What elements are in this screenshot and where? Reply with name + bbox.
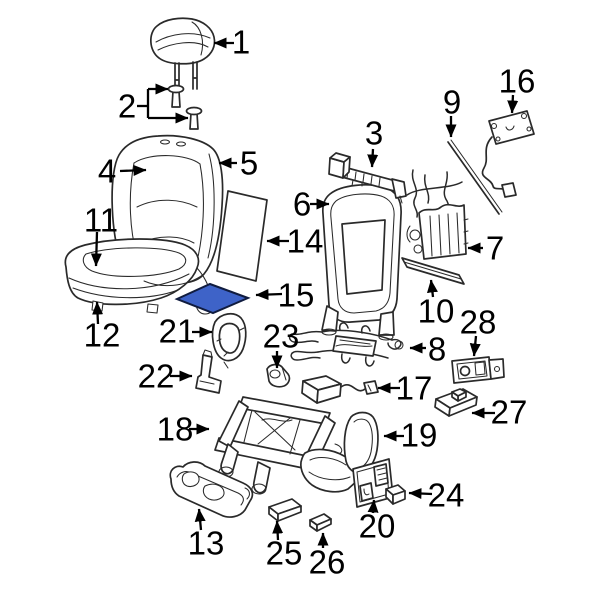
- cushion-side-pan-drawing: [169, 461, 254, 518]
- side-shield-switch-panel-drawing: [352, 458, 394, 508]
- callout-number[interactable]: 19: [401, 417, 438, 454]
- callout-number[interactable]: 17: [396, 370, 433, 407]
- callout-25[interactable]: 25: [266, 520, 303, 572]
- callout-number[interactable]: 10: [418, 293, 455, 330]
- callout-arrow: [272, 520, 284, 541]
- callout-number[interactable]: 25: [266, 535, 303, 572]
- callout-arrow: [408, 488, 433, 500]
- handle-bracket-drawing: [195, 349, 222, 394]
- callout-arrow: [90, 231, 102, 267]
- callout-5[interactable]: 5: [218, 145, 258, 182]
- adjuster-knob-drawing: [266, 363, 291, 388]
- callout-number[interactable]: 4: [98, 153, 116, 190]
- callout-14[interactable]: 14: [266, 223, 324, 260]
- callout-27[interactable]: 27: [471, 394, 528, 431]
- seat-back-crossbar-drawing: [328, 152, 407, 204]
- callout-number[interactable]: 12: [84, 317, 121, 354]
- callout-7[interactable]: 7: [467, 230, 504, 267]
- recline-cable-drawing: [301, 375, 379, 404]
- callout-number[interactable]: 18: [157, 411, 194, 448]
- switch-block-24-drawing: [385, 484, 406, 505]
- callout-16[interactable]: 16: [499, 63, 536, 114]
- callout-2[interactable]: 2: [118, 83, 189, 125]
- power-switch-28-drawing: [451, 356, 505, 384]
- callout-arrow: [507, 94, 519, 114]
- callout-number[interactable]: 11: [84, 202, 118, 239]
- callout-arrow: [469, 335, 481, 357]
- callout-arrow: [92, 301, 104, 325]
- callout-arrow: [426, 279, 438, 298]
- callout-1[interactable]: 1: [213, 24, 250, 61]
- callout-22[interactable]: 22: [138, 358, 193, 395]
- callout-number[interactable]: 6: [293, 186, 311, 223]
- callout-number[interactable]: 15: [278, 277, 315, 314]
- callout-17[interactable]: 17: [377, 370, 433, 407]
- callout-24[interactable]: 24: [408, 477, 465, 514]
- spacer-block-25-drawing: [268, 498, 302, 522]
- callout-number[interactable]: 27: [491, 394, 528, 431]
- callout-3[interactable]: 3: [365, 115, 383, 168]
- recliner-handle-bezel-drawing: [211, 312, 247, 369]
- side-shield-inner-drawing: [300, 411, 379, 493]
- cushion-spring-frame-drawing: [288, 322, 404, 367]
- callout-number[interactable]: 14: [287, 223, 324, 260]
- callout-number[interactable]: 1: [232, 24, 250, 61]
- callout-19[interactable]: 19: [383, 417, 438, 454]
- seat-back-panel-drawing: [216, 190, 268, 282]
- callout-15[interactable]: 15: [255, 277, 315, 314]
- callout-arrow: [367, 148, 379, 168]
- callout-arrow: [119, 164, 147, 176]
- seat-back-frame-drawing: [321, 178, 402, 341]
- lumbar-support-drawing: [406, 169, 469, 260]
- callout-12[interactable]: 12: [84, 301, 121, 354]
- callout-13[interactable]: 13: [188, 508, 225, 562]
- headrest-drawing: [150, 17, 216, 92]
- callout-20[interactable]: 20: [359, 499, 396, 545]
- callout-number[interactable]: 9: [443, 84, 461, 121]
- callout-number[interactable]: 28: [460, 304, 497, 341]
- seat-belt-bracket-drawing: [481, 110, 535, 198]
- callout-11[interactable]: 11: [84, 202, 118, 267]
- callout-10[interactable]: 10: [418, 279, 455, 330]
- callout-number[interactable]: 21: [159, 313, 196, 350]
- callout-number[interactable]: 16: [499, 63, 536, 100]
- callout-6[interactable]: 6: [293, 186, 330, 223]
- torsion-rod-drawing: [447, 139, 503, 215]
- callout-number[interactable]: 2: [118, 88, 136, 125]
- callout-26[interactable]: 26: [309, 532, 346, 581]
- callout-number[interactable]: 24: [428, 477, 465, 514]
- callout-23[interactable]: 23: [263, 318, 300, 369]
- callout-9[interactable]: 9: [443, 84, 461, 138]
- callout-number[interactable]: 7: [486, 230, 504, 267]
- module-bracket-27-drawing: [434, 388, 478, 417]
- callout-number[interactable]: 8: [428, 331, 446, 368]
- seat-heater-element-highlighted[interactable]: [174, 282, 251, 315]
- callout-number[interactable]: 3: [365, 115, 383, 152]
- callout-18[interactable]: 18: [157, 411, 210, 448]
- callout-number[interactable]: 22: [138, 358, 175, 395]
- callout-arrow: [194, 508, 206, 531]
- callout-arrow: [367, 499, 379, 514]
- highlighted-part-15[interactable]: [174, 282, 251, 315]
- trim-strip-drawing: [401, 257, 465, 285]
- spacer-block-26-drawing: [309, 513, 332, 532]
- callout-arrow: [255, 289, 283, 301]
- callout-21[interactable]: 21: [159, 313, 213, 350]
- callout-number[interactable]: 23: [263, 318, 300, 355]
- headrest-guide-pins-drawing: [167, 84, 203, 130]
- callout-number[interactable]: 20: [359, 508, 396, 545]
- callout-4[interactable]: 4: [98, 153, 147, 190]
- callout-8[interactable]: 8: [409, 331, 446, 368]
- callout-28[interactable]: 28: [460, 304, 497, 357]
- callout-number[interactable]: 26: [309, 544, 346, 581]
- callout-number[interactable]: 5: [240, 145, 258, 182]
- callout-number[interactable]: 13: [188, 525, 225, 562]
